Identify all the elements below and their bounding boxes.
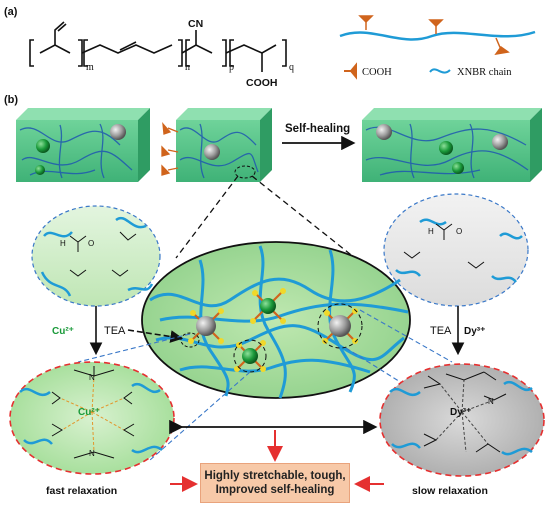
legend-chain-icon [429,68,451,74]
dy-center-label: Dy³⁺ [450,407,471,418]
fast-relaxation-label: fast relaxation [46,485,117,497]
chem-label-o-right: O [456,227,462,236]
polymer-structure [29,21,287,72]
chem-label-h: H [60,239,66,248]
xnbr-chain-illustration [339,15,536,56]
subscript-n: n [185,62,190,73]
gel-block-right [161,108,272,182]
panel-a-label: (a) [4,6,18,18]
subscript-q: q [289,62,294,73]
cn-group: CN [188,18,203,30]
zoom-lines [175,175,361,263]
cooh-ellipse-right: H O [383,193,529,307]
cu-complex-ellipse: N N Cu²⁺ [9,361,175,475]
chem-label-n-dy: N [488,397,494,406]
chem-label-h-right: H [428,227,434,236]
cooh-group: COOH [246,77,278,89]
result-line-2: Improved self-healing [215,484,335,496]
subscript-p: p [229,62,234,73]
chem-label-n-bottom: N [89,449,95,458]
gel-block-left [16,108,150,182]
legend-cooh-icon [344,62,357,80]
tea-label-left: TEA [104,325,126,337]
cooh-ellipse-left: H O [31,205,161,307]
gel-block-healed [362,108,542,182]
network-ellipse-center [141,241,411,399]
legend-chain-label: XNBR chain [457,67,512,78]
cu-center-label: Cu²⁺ [78,407,100,418]
result-box: Highly stretchable, tough, Improved self… [200,463,350,503]
cu-ion-label: Cu²⁺ [52,326,74,337]
chem-label-n-top: N [89,373,95,382]
subscript-m: m [86,62,94,73]
legend-cooh-label: COOH [362,67,392,78]
result-line-1: Highly stretchable, tough, [204,470,346,482]
dy-complex-ellipse: N Dy³⁺ [379,363,545,477]
panel-b-label: (b) [4,94,18,106]
slow-relaxation-label: slow relaxation [412,485,488,497]
dy-ion-label: Dy³⁺ [464,326,485,337]
chem-label-o: O [88,239,94,248]
tea-label-right: TEA [430,325,452,337]
self-healing-label: Self-healing [285,123,350,135]
